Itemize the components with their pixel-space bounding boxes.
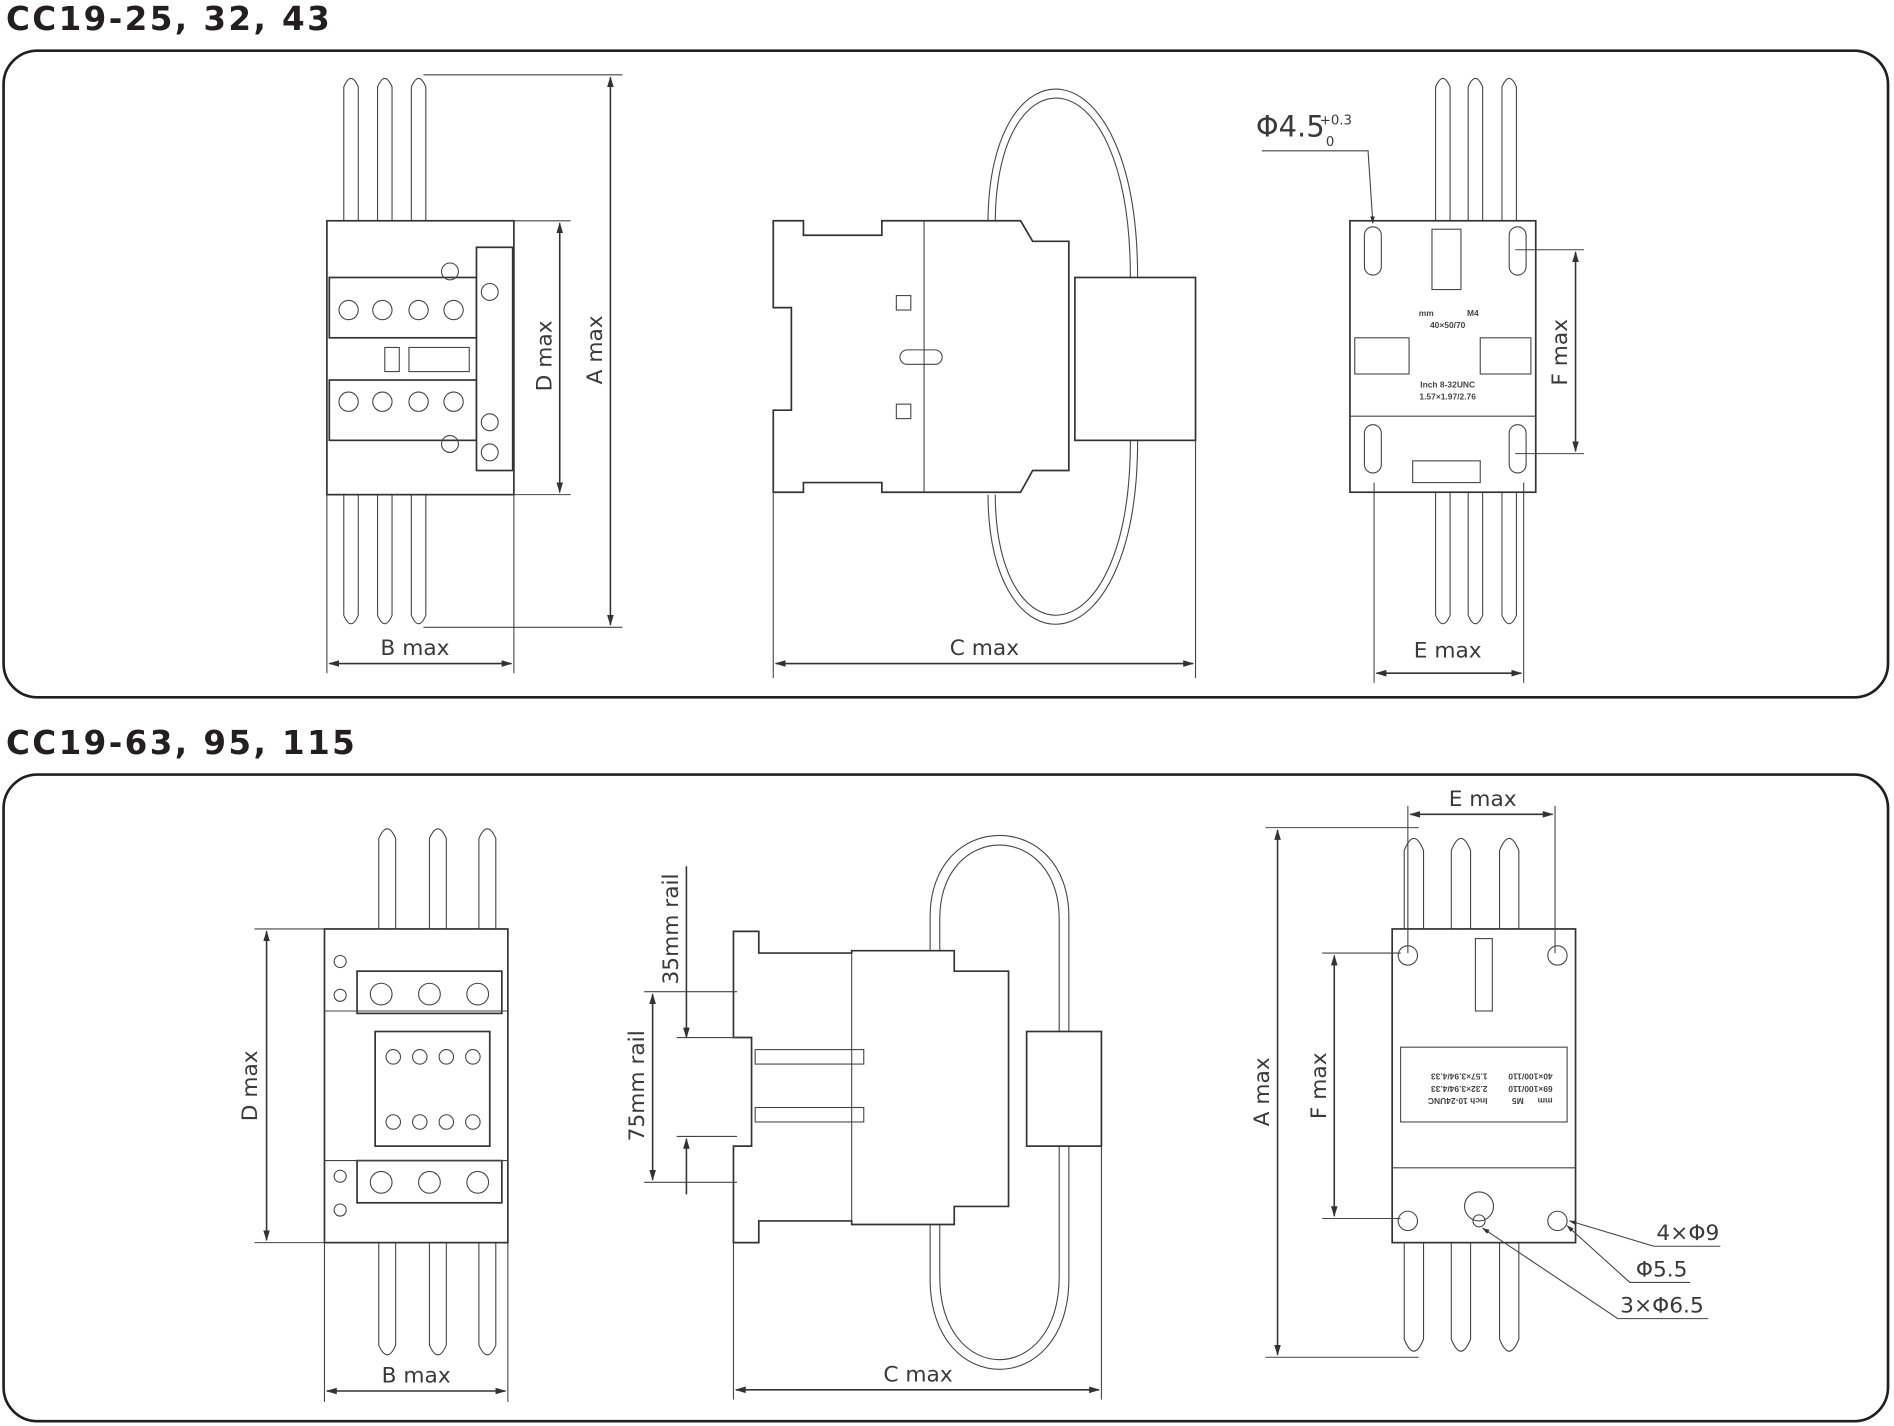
svg-text:M4: M4 <box>1467 308 1479 318</box>
dim-f-bottom: F max <box>1307 952 1401 1220</box>
svg-text:B max: B max <box>382 1364 451 1389</box>
top-side-view <box>772 88 1197 625</box>
svg-text:mm: mm <box>1419 308 1434 318</box>
rail-35mm-dim: 35mm rail <box>659 866 738 1195</box>
dim-e-top: E max <box>1373 482 1525 683</box>
svg-text:75mm rail: 75mm rail <box>625 1030 650 1141</box>
dim-b-bottom: B max <box>323 1242 509 1402</box>
svg-text:2.32×3.94/4.33: 2.32×3.94/4.33 <box>1431 1084 1488 1094</box>
svg-text:40×50/70: 40×50/70 <box>1430 320 1466 330</box>
svg-text:Φ4.5: Φ4.5 <box>1256 109 1325 143</box>
section-frame-top <box>2 49 1890 699</box>
section-title-top: CC19-25, 32, 43 <box>6 0 332 38</box>
section-frame-bottom <box>2 773 1890 1423</box>
svg-text:A max: A max <box>1250 1057 1275 1126</box>
svg-text:35mm rail: 35mm rail <box>659 873 684 984</box>
section-title-bottom: CC19-63, 95, 115 <box>6 724 357 762</box>
svg-text:C max: C max <box>883 1362 952 1387</box>
dim-c-bottom: C max <box>732 1146 1102 1400</box>
svg-text:mm: mm <box>1538 1096 1553 1106</box>
svg-text:40×100/110: 40×100/110 <box>1508 1072 1553 1082</box>
svg-text:B max: B max <box>380 636 449 661</box>
svg-text:1.57×1.97/2.76: 1.57×1.97/2.76 <box>1419 391 1476 401</box>
svg-text:0: 0 <box>1326 135 1334 150</box>
dim-b-top: B max <box>326 494 515 674</box>
svg-text:D max: D max <box>238 1050 263 1121</box>
dim-a-bottom: A max <box>1250 827 1419 1358</box>
top-back-view: mm M4 40×50/70 Inch 8-32UNC 1.57×1.97/2.… <box>1349 77 1537 625</box>
svg-text:+0.3: +0.3 <box>1320 113 1352 128</box>
hole-callouts-bottom: 4×Φ9 Φ5.5 3×Φ6.5 <box>1482 1220 1721 1320</box>
svg-text:1.57×3.94/4.33: 1.57×3.94/4.33 <box>1431 1072 1488 1082</box>
svg-text:M5: M5 <box>1512 1096 1524 1106</box>
svg-text:Φ5.5: Φ5.5 <box>1636 1257 1688 1282</box>
svg-text:D max: D max <box>532 320 557 391</box>
dim-d-top: D max <box>513 220 571 496</box>
rail-75mm-dim: 75mm rail <box>625 991 738 1183</box>
svg-text:F max: F max <box>1307 1052 1332 1119</box>
top-front-view <box>326 77 515 625</box>
dim-a-top: A max <box>423 74 623 628</box>
svg-text:3×Φ6.5: 3×Φ6.5 <box>1620 1294 1704 1319</box>
dim-c-top: C max <box>772 440 1197 679</box>
svg-text:69×100/110: 69×100/110 <box>1508 1084 1553 1094</box>
svg-text:A max: A max <box>583 315 608 384</box>
bottom-back-view: mm M5 69×100/110 40×100/110 Inch 10-24UN… <box>1391 837 1577 1352</box>
svg-text:C max: C max <box>950 636 1019 661</box>
dim-d-bottom: D max <box>238 928 325 1244</box>
bottom-front-view <box>323 828 509 1356</box>
svg-text:E max: E max <box>1449 787 1517 812</box>
svg-text:E max: E max <box>1414 639 1482 664</box>
svg-text:F max: F max <box>1548 319 1573 386</box>
svg-text:Inch 8-32UNC: Inch 8-32UNC <box>1420 379 1475 389</box>
dim-e-bottom: E max <box>1407 787 1556 954</box>
hole-callout-top: Φ4.5 +0.3 0 <box>1256 109 1375 224</box>
svg-text:4×Φ9: 4×Φ9 <box>1656 1221 1719 1246</box>
svg-text:Inch 10-24UNC: Inch 10-24UNC <box>1428 1096 1488 1106</box>
dim-f-top: F max <box>1515 249 1584 455</box>
bottom-side-view <box>732 835 1103 1370</box>
